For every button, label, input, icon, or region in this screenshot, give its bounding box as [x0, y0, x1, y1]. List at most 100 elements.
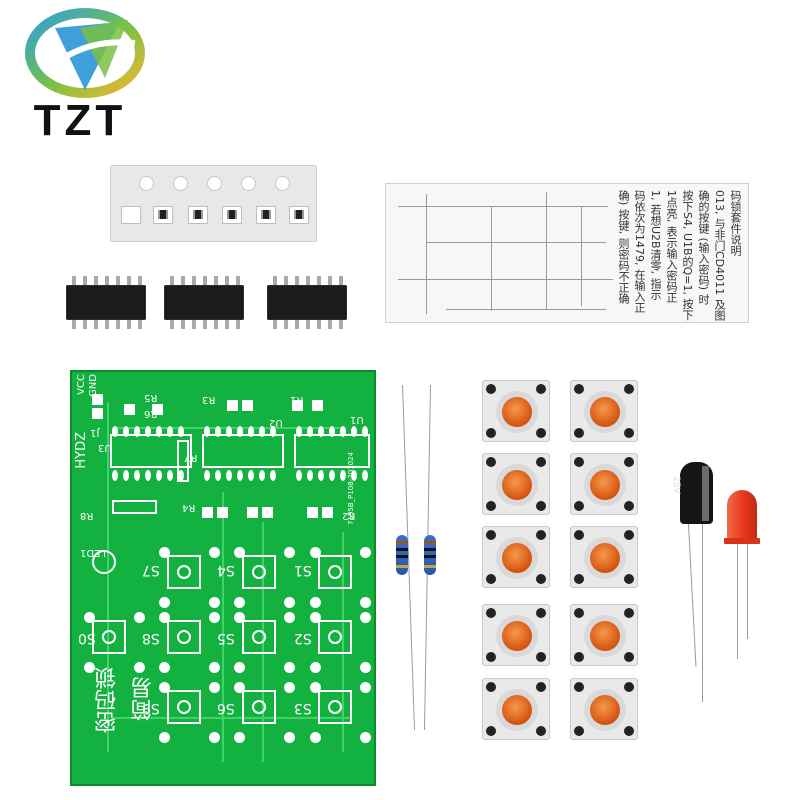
switch-cap: [502, 543, 532, 573]
pad: [318, 426, 324, 437]
pad: [217, 507, 228, 518]
pad: [322, 507, 333, 518]
pad: [284, 597, 295, 608]
pad: [159, 732, 170, 743]
pad: [234, 612, 245, 623]
switch-cap: [502, 470, 532, 500]
switch-label-s4: S4: [217, 562, 235, 578]
pad: [234, 597, 245, 608]
switch-footprint-s7: [167, 555, 201, 589]
switch-footprint-s6: [242, 690, 276, 724]
pad: [310, 732, 321, 743]
pad: [167, 470, 173, 481]
pad: [237, 426, 243, 437]
pad: [156, 470, 162, 481]
pad: [226, 426, 232, 437]
pad: [112, 426, 118, 437]
pad: [310, 662, 321, 673]
pad: [292, 400, 303, 411]
pad: [237, 470, 243, 481]
switch-label-s9: S9: [142, 700, 160, 716]
tactile-switch-5: [482, 526, 550, 588]
u1-footprint: [294, 434, 370, 468]
pad: [270, 470, 276, 481]
switch-cap: [590, 695, 620, 725]
pad: [178, 426, 184, 437]
pad: [310, 547, 321, 558]
sheet-text-column: 013, 与非门CD4011 及图: [713, 190, 726, 321]
tactile-switch-8: [570, 604, 638, 666]
switch-footprint-s8: [167, 620, 201, 654]
pad: [284, 547, 295, 558]
label-u3: U3: [98, 442, 112, 453]
pad: [123, 470, 129, 481]
r8-footprint: [112, 500, 157, 514]
label-r5: R5: [144, 392, 158, 403]
pad: [226, 470, 232, 481]
switch-label-s2: S2: [294, 630, 312, 646]
power-label-vcc: VCC: [76, 374, 87, 395]
ic-chip-2: [164, 276, 244, 329]
u3-footprint: [110, 434, 192, 468]
pad: [360, 732, 371, 743]
pad: [134, 662, 145, 673]
switch-cap: [502, 621, 532, 651]
pad: [259, 426, 265, 437]
pad: [351, 426, 357, 437]
ic-chip-3: [267, 276, 347, 329]
pad: [329, 470, 335, 481]
pad: [167, 426, 173, 437]
pad: [360, 612, 371, 623]
sheet-text-column: 确的按键 (输入密码) 时: [697, 190, 710, 305]
pad: [84, 612, 95, 623]
pad: [227, 400, 238, 411]
pad: [134, 612, 145, 623]
label-r7: R7: [184, 452, 198, 463]
tactile-switch-1: [482, 380, 550, 442]
pad: [310, 682, 321, 693]
pad: [209, 612, 220, 623]
pad: [215, 426, 221, 437]
tactile-switch-9: [482, 678, 550, 740]
pad: [209, 682, 220, 693]
pad: [84, 662, 95, 673]
switch-label-s8: S8: [142, 630, 160, 646]
pad: [202, 507, 213, 518]
pad: [284, 732, 295, 743]
pad: [318, 470, 324, 481]
pad: [329, 426, 335, 437]
label-r8: R8: [80, 510, 94, 521]
pad: [307, 426, 313, 437]
pad: [340, 470, 346, 481]
sheet-text-column: 按下S4, U1B的Q=1, 按下: [681, 190, 694, 321]
smd-resistor-tape: [110, 165, 317, 242]
switch-label-s3: S3: [294, 700, 312, 716]
label-r2: R2: [342, 510, 356, 521]
pad: [204, 470, 210, 481]
pad: [209, 597, 220, 608]
pad: [178, 470, 184, 481]
tzt-logo: TZT: [10, 8, 160, 148]
pad: [134, 470, 140, 481]
logo-text: TZT: [33, 96, 127, 145]
switch-footprint-s9: [167, 690, 201, 724]
pad: [284, 662, 295, 673]
pad: [296, 470, 302, 481]
pad: [247, 507, 258, 518]
switch-cap: [590, 621, 620, 651]
pad: [112, 470, 118, 481]
pad: [284, 682, 295, 693]
switch-footprint-s5: [242, 620, 276, 654]
tactile-switch-2: [570, 380, 638, 442]
pad: [234, 662, 245, 673]
pad: [124, 404, 135, 415]
pad: [360, 682, 371, 693]
sheet-text-column: 码依次为1479, 在输入正: [633, 190, 646, 313]
sheet-text-column: 码锁套件说明: [729, 190, 742, 256]
label-u1: U1: [350, 414, 364, 425]
pad: [145, 426, 151, 437]
tactile-switch-6: [570, 526, 638, 588]
pad: [284, 612, 295, 623]
